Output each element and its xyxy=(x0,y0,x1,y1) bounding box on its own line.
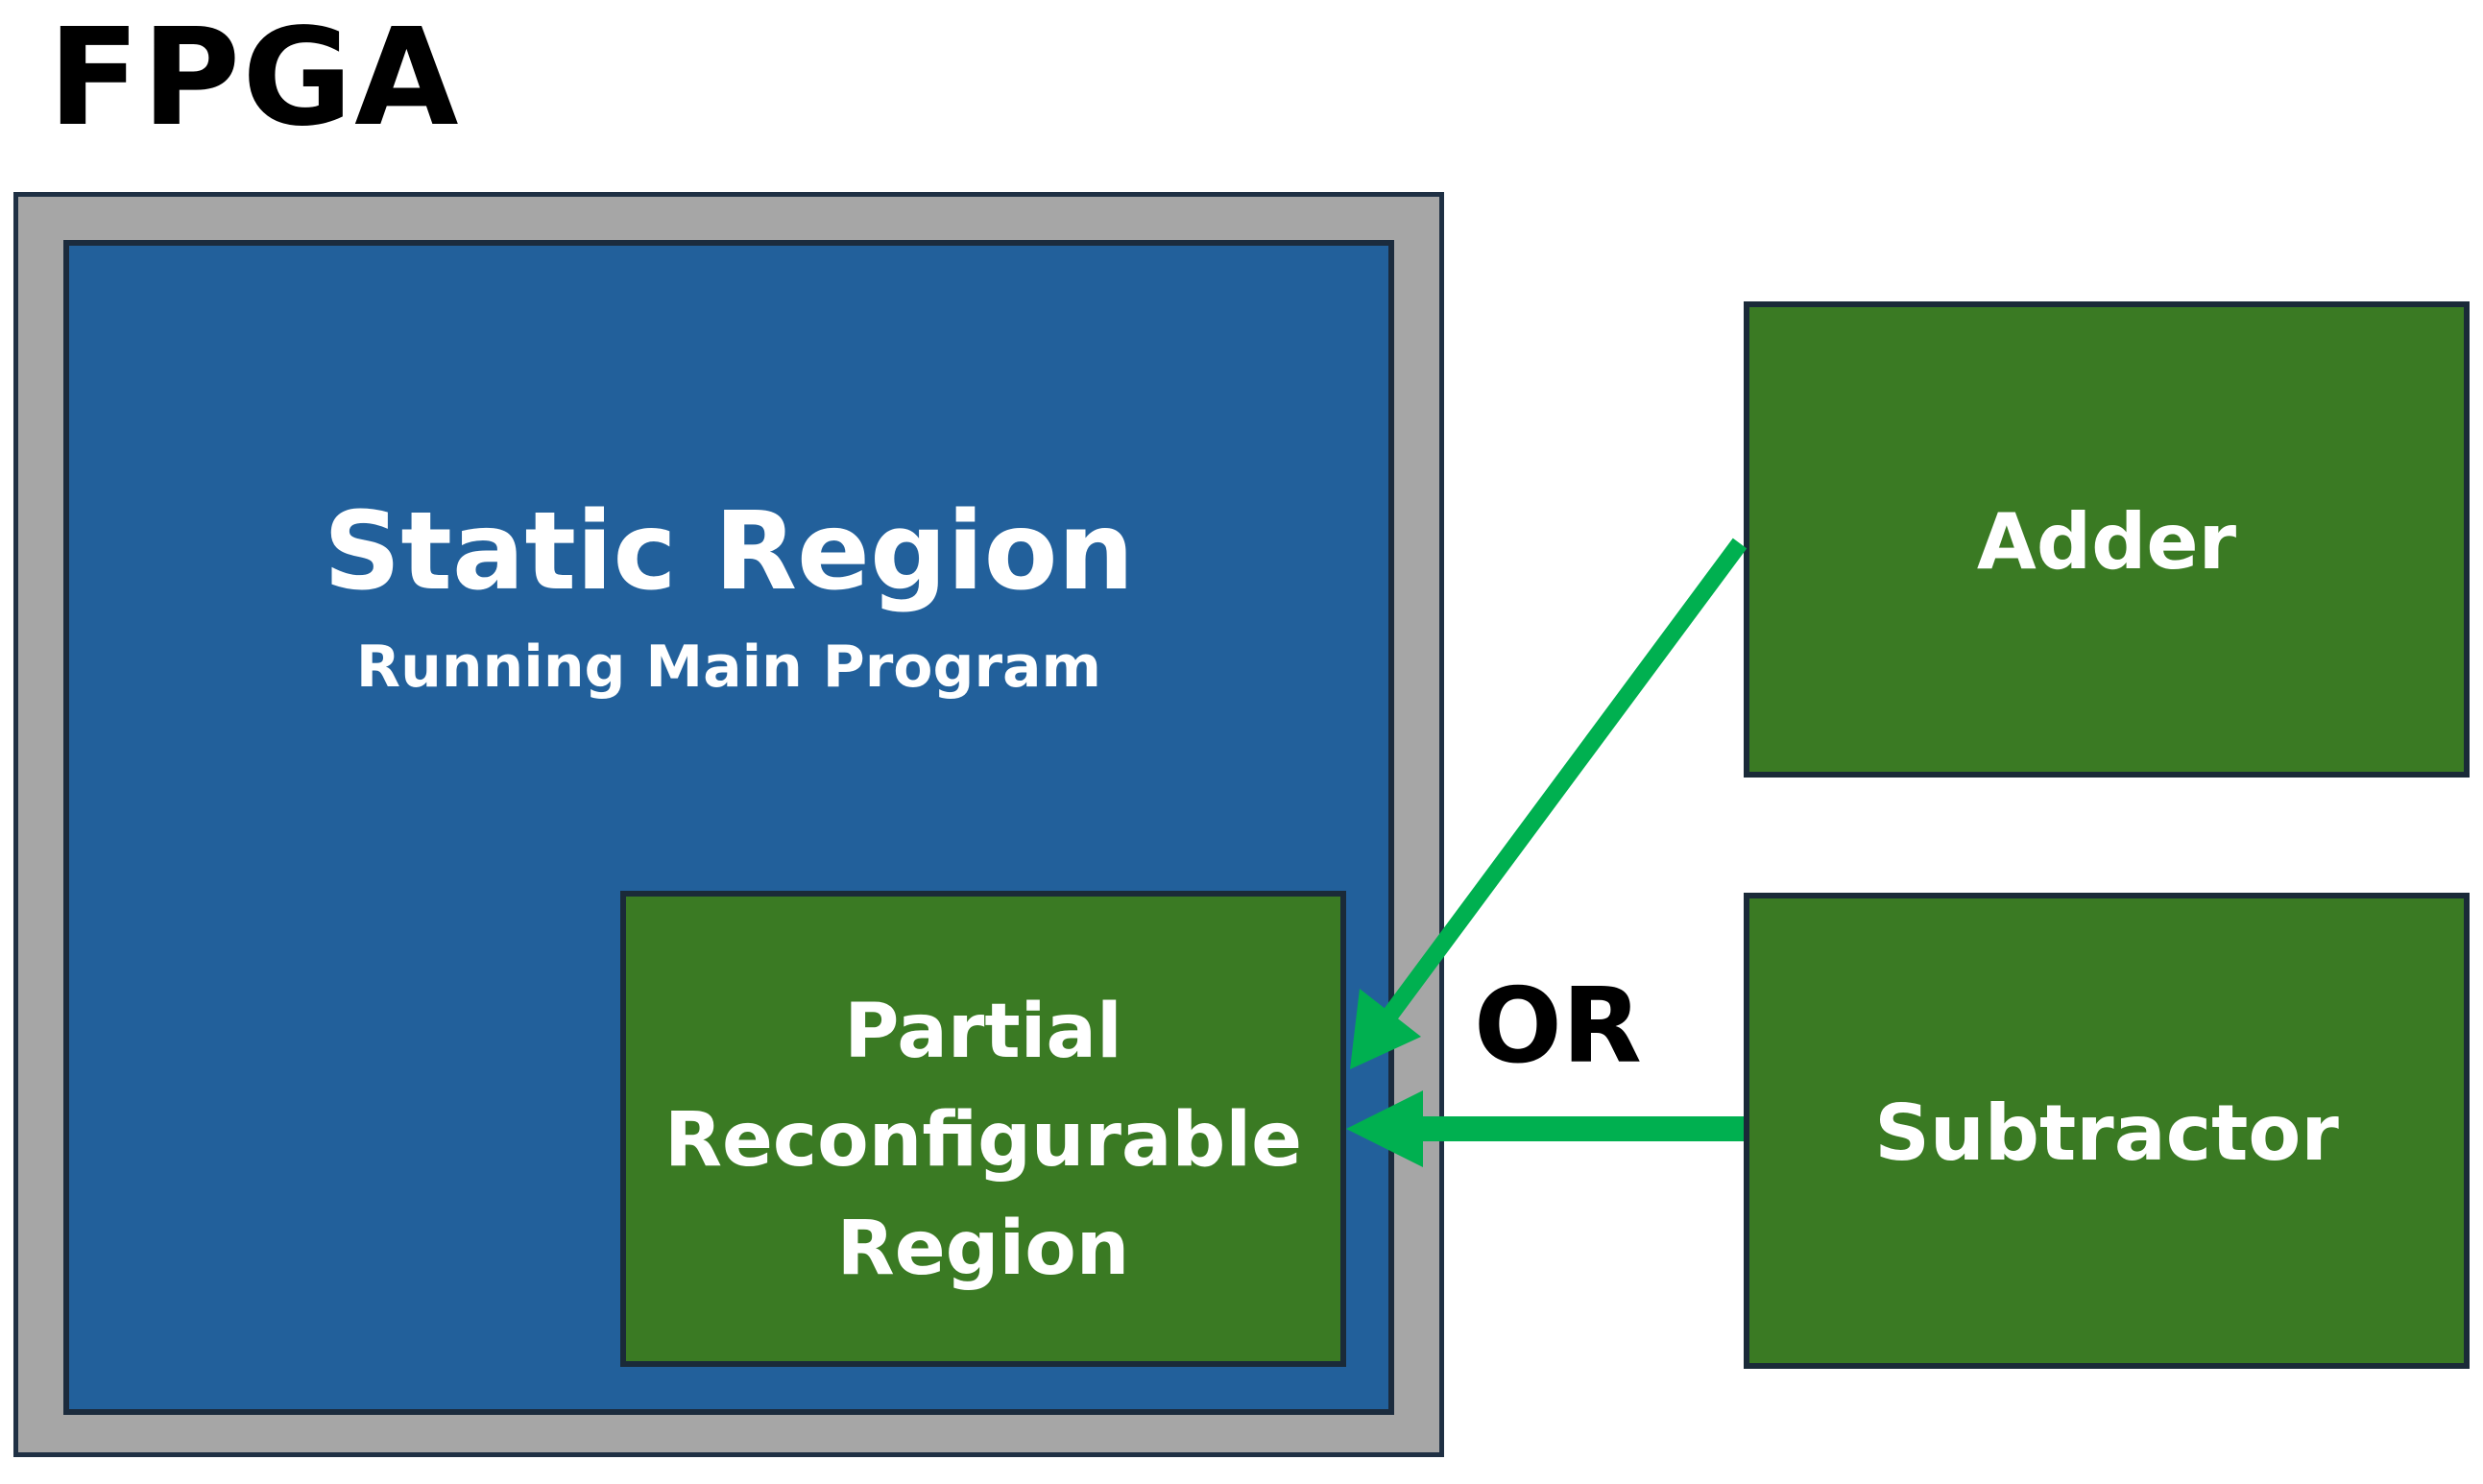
static-region-title: Static Region xyxy=(323,490,1135,614)
subtractor-module-label: Subtractor xyxy=(1874,1089,2339,1178)
static-region-subtitle: Running Main Program xyxy=(355,634,1102,701)
adder-module-box: Adder xyxy=(1744,301,2470,778)
subtractor-module-box: Subtractor xyxy=(1744,893,2470,1369)
adder-module-label: Adder xyxy=(1976,497,2237,586)
partial-reconfigurable-region-label: Partial Reconfigurable Region xyxy=(663,989,1303,1292)
or-label: OR xyxy=(1474,967,1642,1087)
fpga-title: FPGA xyxy=(48,0,461,156)
partial-reconfigurable-region-box: Partial Reconfigurable Region xyxy=(620,891,1346,1367)
